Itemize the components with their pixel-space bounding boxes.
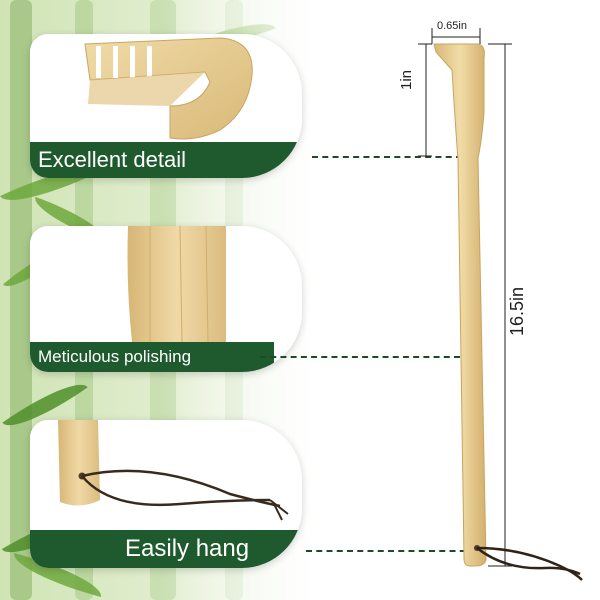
bamboo-stalk [10, 0, 32, 600]
feature-card-detail: Excellent detail [30, 34, 302, 178]
head-length-dimension-label: 1in [398, 69, 415, 90]
hanging-cord [476, 546, 583, 581]
leader-line [306, 550, 476, 552]
feature-card-hang: Easily hang [30, 420, 302, 568]
feature-label-band: Meticulous polishing [30, 342, 274, 372]
back-scratcher [433, 43, 487, 567]
feature-label: Easily hang [125, 535, 250, 562]
leader-line [312, 156, 462, 158]
feature-label: Meticulous polishing [38, 347, 192, 366]
total-length-dimension-label: 16.5in [507, 286, 527, 336]
leader-line [260, 356, 460, 358]
feature-label-band: Easily hang [30, 530, 302, 568]
feature-card-polishing: Meticulous polishing [30, 226, 302, 372]
width-dimension-label: 0.65in [437, 20, 467, 32]
feature-label-band: Excellent detail [30, 142, 302, 178]
feature-label: Excellent detail [38, 147, 186, 172]
